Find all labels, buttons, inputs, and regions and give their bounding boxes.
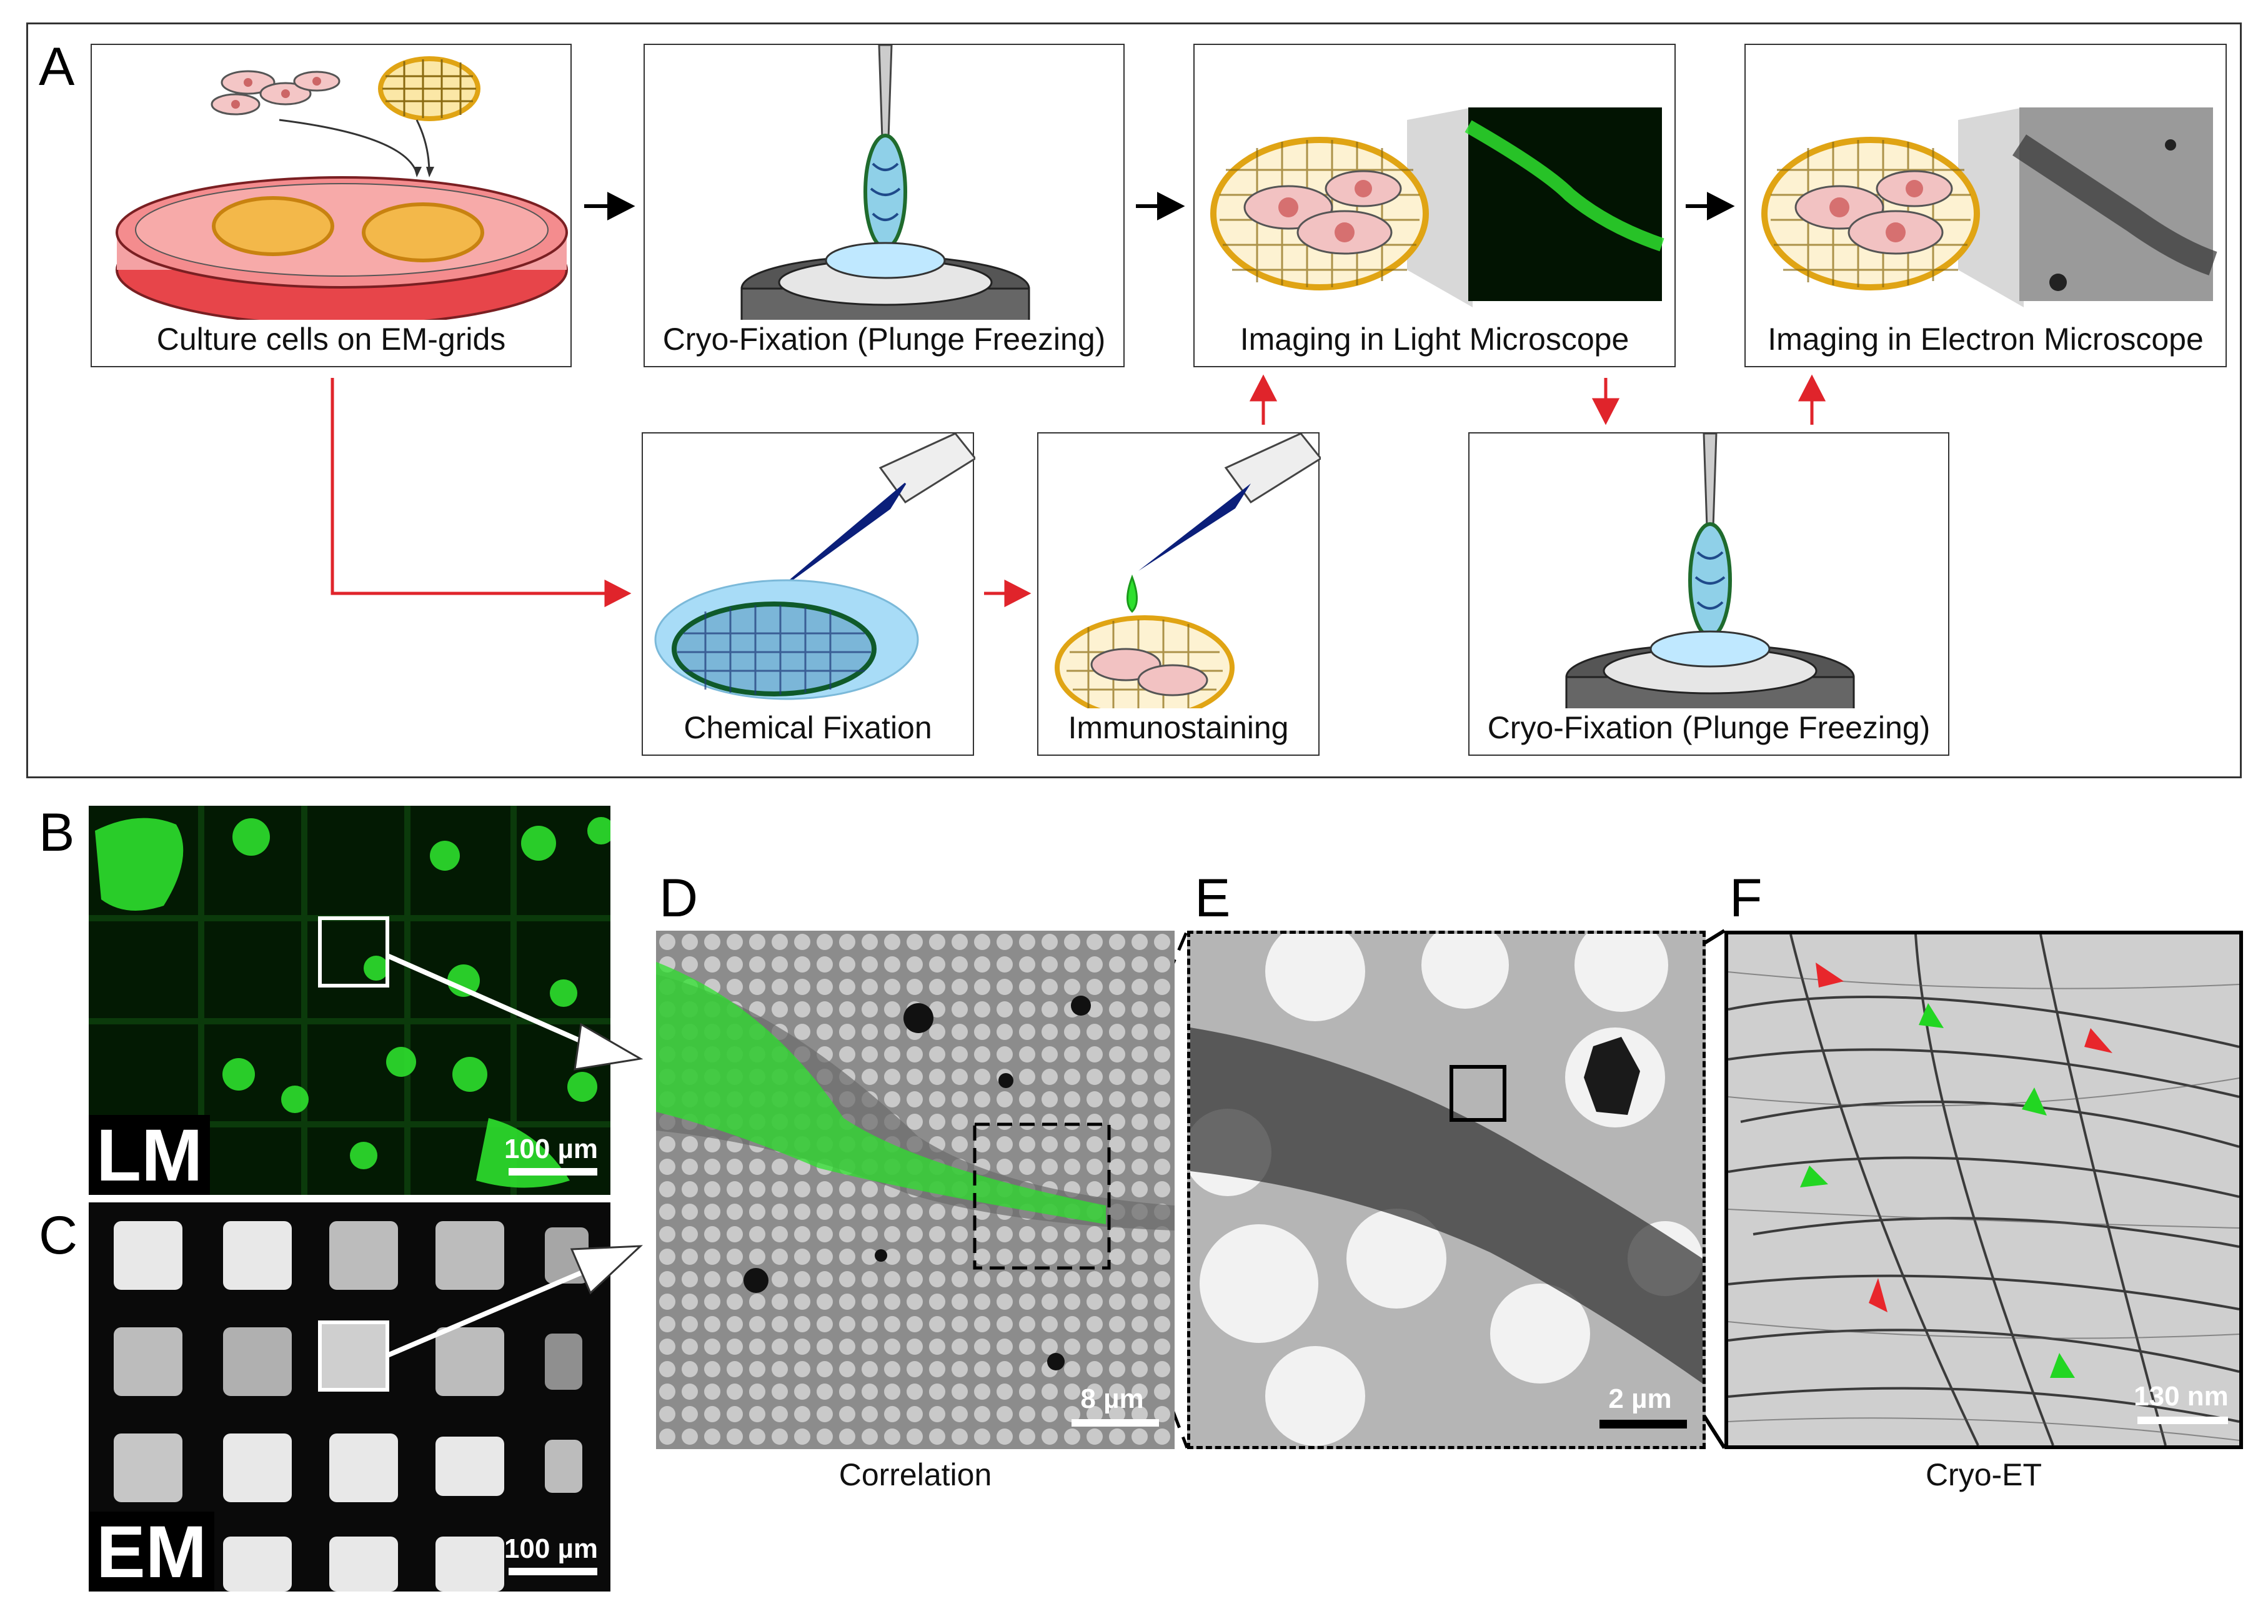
- correlation-scale-label: 8 µm: [1080, 1384, 1144, 1414]
- panel-a-frame: [26, 22, 2242, 778]
- lm-image: LM 100 µm: [89, 806, 610, 1195]
- tomogram-caption: Cryo-ET: [1925, 1457, 2042, 1492]
- step-chemical-fixation: Chemical Fixation: [642, 432, 975, 756]
- pipette-icon: [654, 433, 975, 700]
- red-arrowheads: [1816, 963, 2112, 1312]
- step-cryo-fixation-top-label: Cryo-Fixation (Plunge Freezing): [662, 322, 1106, 357]
- correlation-caption: Correlation: [838, 1457, 992, 1492]
- step-cryo-fixation-bottom: Cryo-Fixation (Plunge Freezing): [1468, 432, 1949, 756]
- step-imaging-em-label: Imaging in Electron Microscope: [1768, 322, 2204, 357]
- correlation-image: 8 µm: [656, 931, 1175, 1449]
- green-arrowheads: [1800, 1003, 2075, 1378]
- petri-dish-icon: [116, 56, 568, 320]
- em-scale-label: 100 µm: [504, 1533, 599, 1564]
- tomogram-scale-bar: [2137, 1417, 2228, 1424]
- plunge-freezer-icon: [740, 45, 1030, 320]
- droplet-icon: [1127, 574, 1138, 613]
- em-grid-icon: [1761, 107, 2217, 307]
- zoom-overlay: [1190, 934, 1703, 1446]
- lm-scale-label: 100 µm: [504, 1134, 599, 1164]
- step-cryo-fixation-top: Cryo-Fixation (Plunge Freezing): [644, 44, 1125, 367]
- step-immunostaining: Immunostaining: [1037, 432, 1321, 756]
- step-chemical-fixation-label: Chemical Fixation: [684, 710, 932, 745]
- tomogram-image: 130 nm: [1724, 931, 2243, 1449]
- zoom-image: 2 µm: [1187, 931, 1706, 1449]
- em-image: EM 100 µm: [89, 1202, 610, 1592]
- correlation-scale-bar: [1072, 1419, 1159, 1427]
- lm-scale-bar: [509, 1168, 597, 1176]
- panel-label-d: D: [659, 868, 699, 928]
- plunge-freezer-icon: [1565, 433, 1855, 708]
- step-culture: Culture cells on EM-grids: [91, 44, 572, 367]
- step-imaging-em: Imaging in Electron Microscope: [1744, 44, 2227, 367]
- em-grid-icon: [378, 56, 480, 121]
- correlation-overlay: [656, 931, 1175, 1449]
- step-imaging-lm: Imaging in Light Microscope: [1193, 44, 1676, 367]
- workflow-arrows: [331, 192, 1826, 608]
- em-grid-icon: [1210, 107, 1664, 307]
- panel-label-f: F: [1729, 868, 1763, 928]
- panel-label-a: A: [39, 37, 75, 97]
- em-overlay-label: EM: [89, 1512, 214, 1592]
- red-arrows: [331, 374, 1826, 608]
- tomogram-filaments: [1728, 934, 2239, 1445]
- step-cryo-fixation-bottom-label: Cryo-Fixation (Plunge Freezing): [1487, 710, 1931, 745]
- zoom-scale-label: 2 µm: [1608, 1384, 1672, 1414]
- black-arrows: [584, 192, 1735, 220]
- panel-label-e: E: [1195, 868, 1231, 928]
- step-imaging-lm-label: Imaging in Light Microscope: [1240, 322, 1629, 357]
- cell-icon: [211, 70, 341, 116]
- panel-label-b: B: [39, 803, 75, 863]
- lm-overlay-label: LM: [89, 1115, 211, 1195]
- panel-label-c: C: [39, 1206, 78, 1265]
- em-grid-squares: [114, 1221, 589, 1592]
- em-scale-bar: [509, 1568, 597, 1575]
- pipette-icon: [1055, 433, 1321, 708]
- zoom-scale-bar: [1599, 1420, 1687, 1428]
- step-culture-label: Culture cells on EM-grids: [156, 322, 506, 357]
- step-immunostaining-label: Immunostaining: [1068, 710, 1289, 745]
- tomogram-scale-label: 130 nm: [2134, 1381, 2229, 1412]
